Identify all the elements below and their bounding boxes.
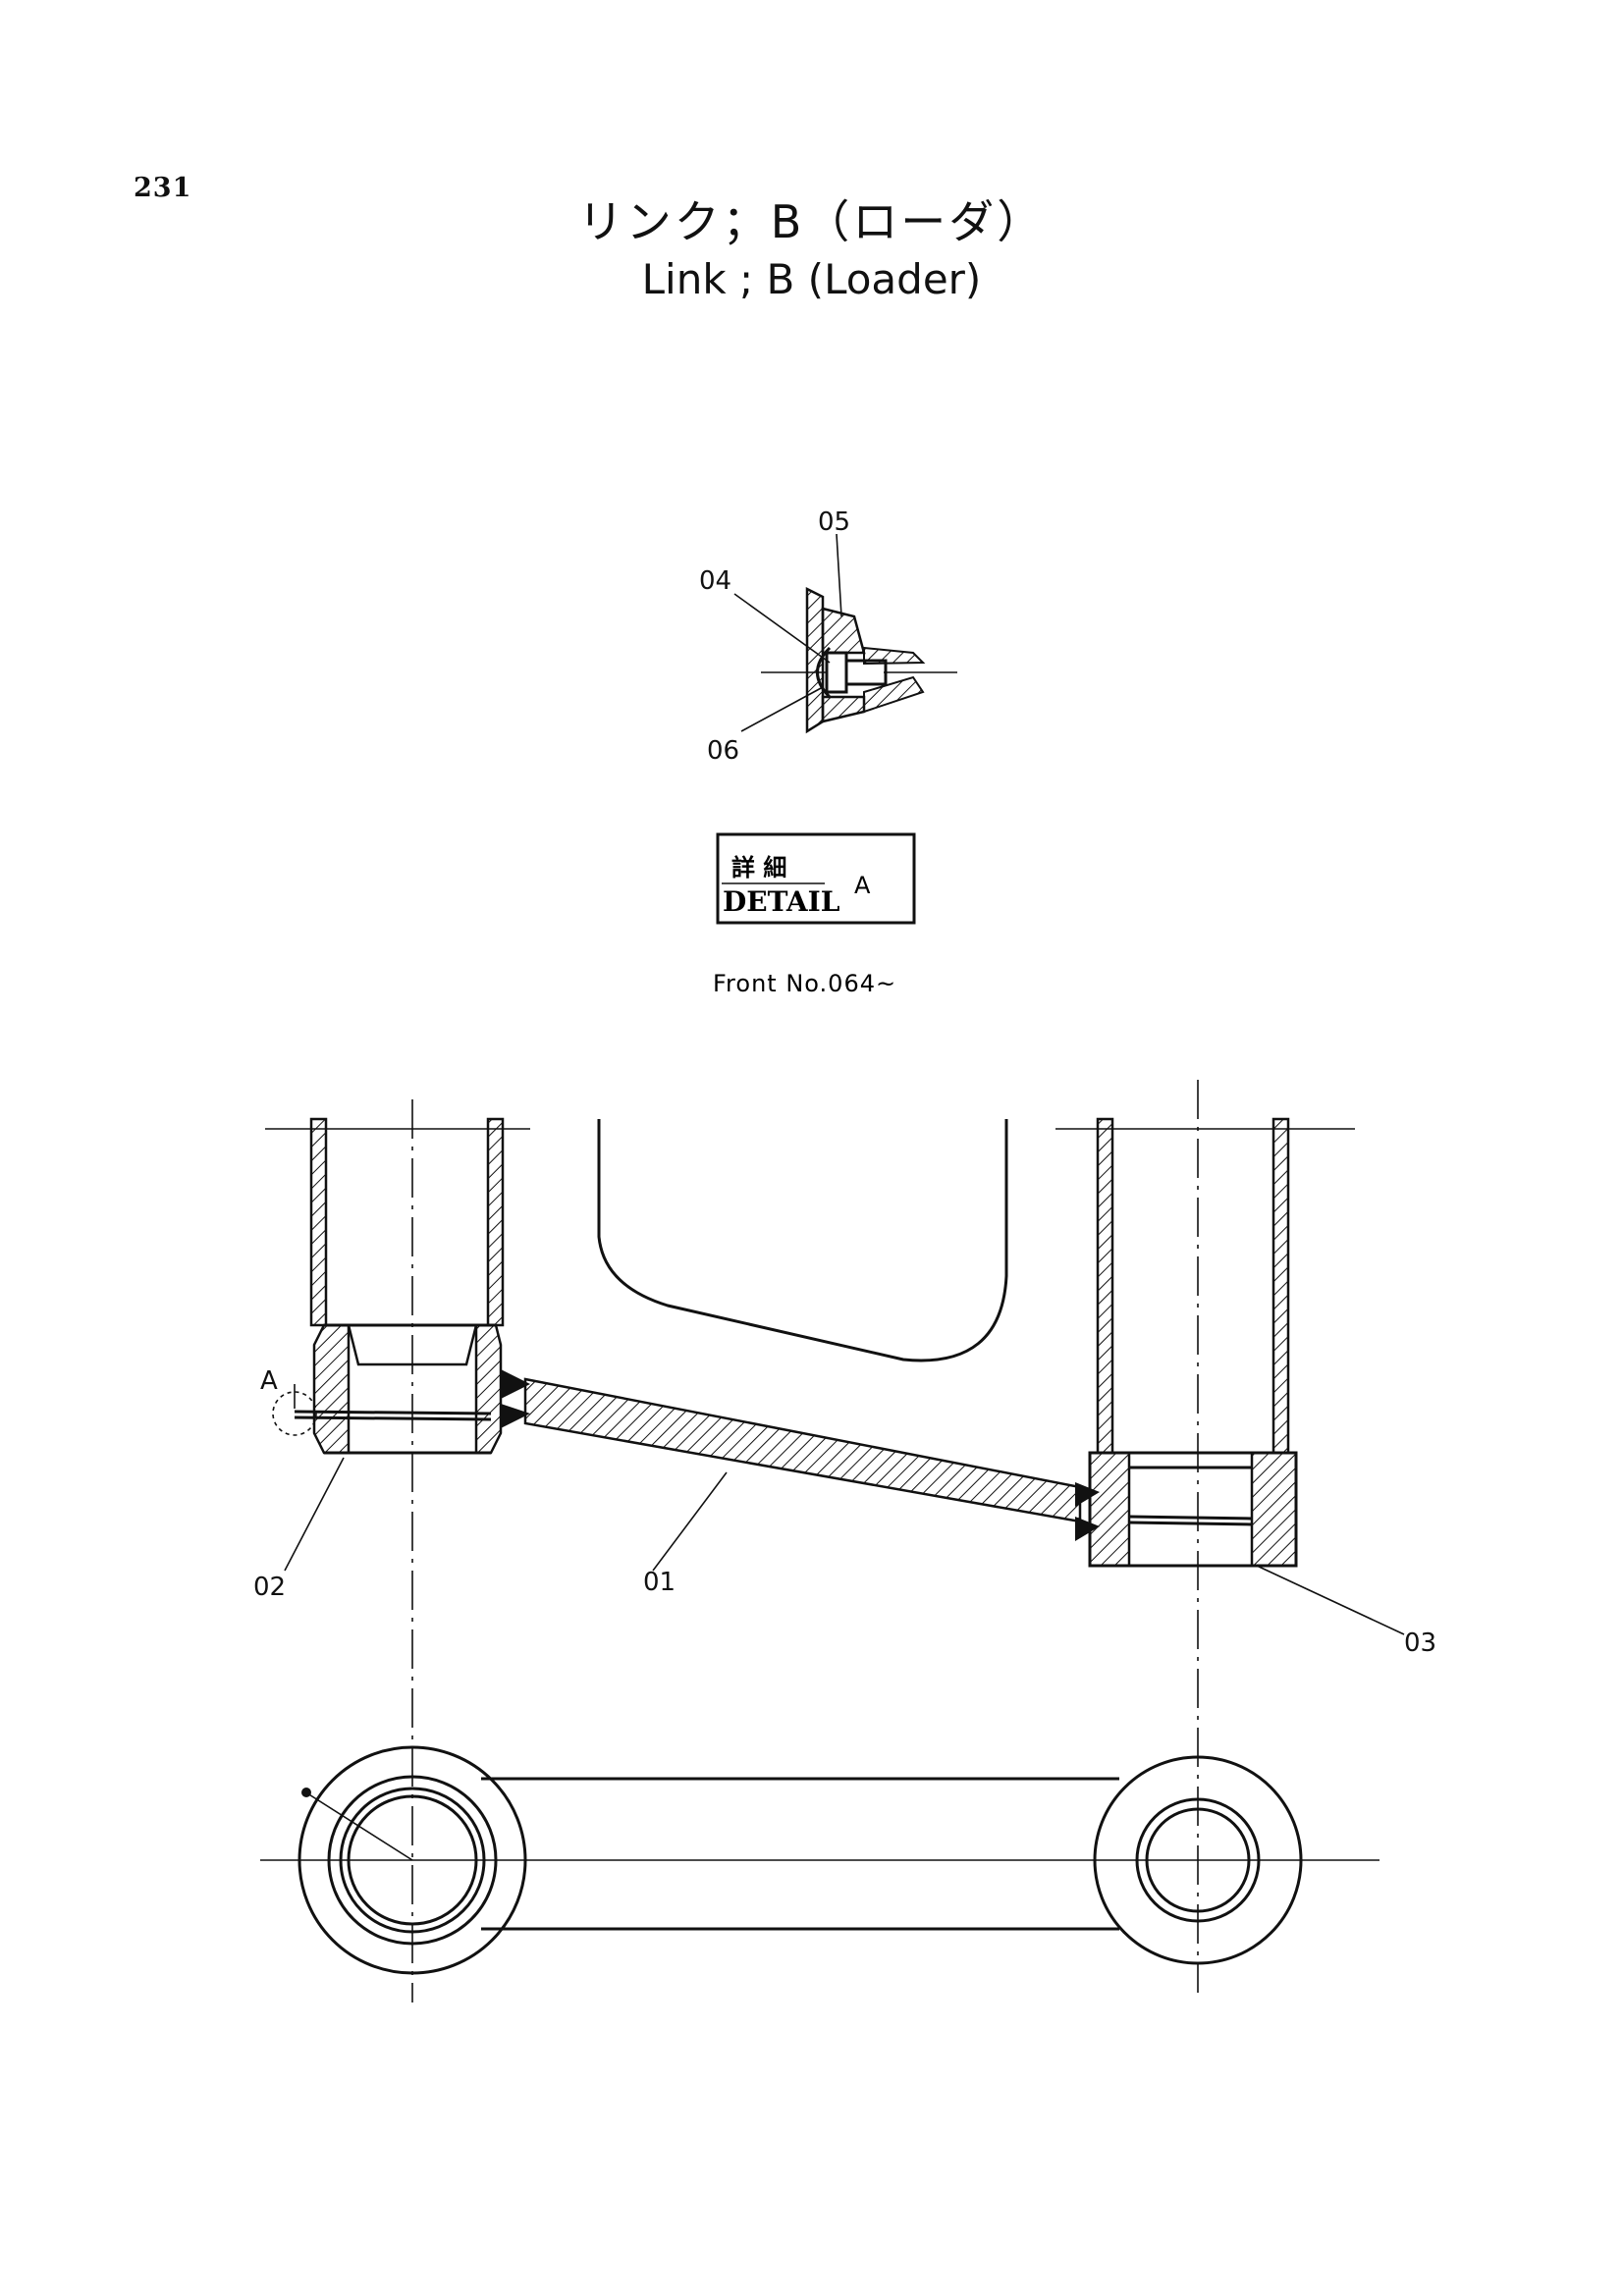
plan-view bbox=[260, 1745, 1380, 1975]
title-block: リンク；B（ローダ） Link ; B (Loader) bbox=[0, 194, 1623, 306]
callout-06: 06 bbox=[707, 736, 739, 766]
callout-04: 04 bbox=[699, 566, 731, 596]
section-view: 02 01 03 A bbox=[253, 1080, 1436, 2002]
detail-stamp-kanji: 詳 細 bbox=[731, 854, 786, 881]
detail-a-marker: A bbox=[260, 1366, 278, 1396]
detail-stamp-letter: A bbox=[854, 872, 871, 899]
callout-05: 05 bbox=[818, 507, 850, 537]
callout-02: 02 bbox=[253, 1573, 286, 1602]
detail-stamp-label: DETAIL bbox=[723, 885, 840, 918]
detail-stamp: 詳 細 DETAIL A bbox=[716, 832, 916, 925]
callout-03: 03 bbox=[1404, 1629, 1436, 1658]
callout-01: 01 bbox=[643, 1568, 676, 1597]
detail-a-view: 04 05 06 bbox=[699, 507, 957, 766]
title-japanese: リンク；B（ローダ） bbox=[577, 195, 1046, 248]
serial-note: Front No.064~ bbox=[713, 970, 896, 997]
title-english: Link ; B (Loader) bbox=[641, 255, 982, 303]
page-number: 231 bbox=[134, 173, 192, 203]
